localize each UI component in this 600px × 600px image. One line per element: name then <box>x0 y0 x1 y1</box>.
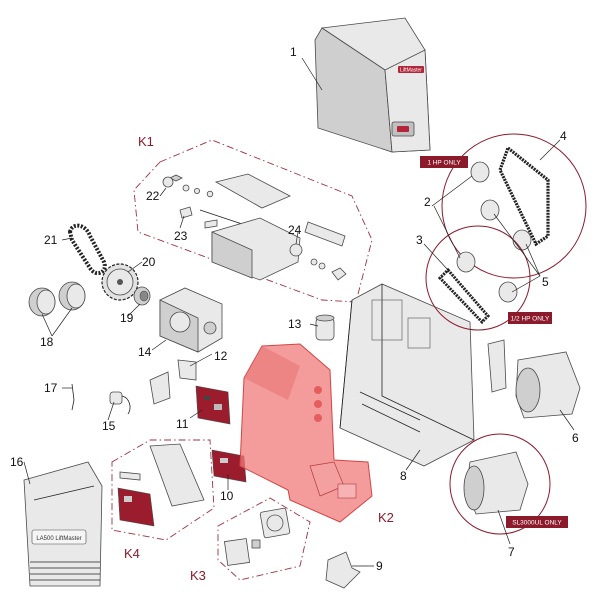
kit-label-k4[interactable]: K4 <box>124 546 140 561</box>
callout-4[interactable]: 4 <box>560 129 567 143</box>
part-1-cover[interactable]: LiftMaster <box>314 17 431 153</box>
callout-20[interactable]: 20 <box>142 255 156 269</box>
callout-2[interactable]: 2 <box>424 195 431 209</box>
kit-k4-outline <box>111 439 215 541</box>
part-12-bracket[interactable] <box>177 359 197 381</box>
part-24[interactable] <box>289 243 303 257</box>
part-18-pulleys[interactable] <box>28 281 86 317</box>
callout-13[interactable]: 13 <box>288 317 302 331</box>
k4-board[interactable] <box>117 487 155 527</box>
kit-k2-enclosure[interactable] <box>239 343 373 523</box>
callout-22[interactable]: 22 <box>146 189 160 203</box>
leader-lines <box>23 57 575 567</box>
part-14-gearbox[interactable] <box>159 287 223 353</box>
part-23[interactable] <box>179 206 193 219</box>
cover-logo-badge <box>398 66 424 73</box>
callout-12[interactable]: 12 <box>214 349 228 363</box>
callout-3[interactable]: 3 <box>416 233 423 247</box>
svg-text:1/2 HP ONLY: 1/2 HP ONLY <box>511 316 550 323</box>
kit-k3-outline <box>217 497 311 581</box>
callout-23[interactable]: 23 <box>174 229 188 243</box>
callout-17[interactable]: 17 <box>44 381 58 395</box>
group-halfhp-outline <box>425 225 531 331</box>
group-1hp-outline <box>441 133 587 279</box>
part-3-belt[interactable] <box>437 251 518 325</box>
part-11-board[interactable] <box>195 385 231 425</box>
kit-k3-contents <box>223 507 291 566</box>
k3-fan[interactable] <box>259 507 291 539</box>
callout-18[interactable]: 18 <box>40 335 54 349</box>
tag-1hp-only: 1 HP ONLY <box>420 156 468 168</box>
part-13-capacitor[interactable] <box>315 314 335 341</box>
part-7-motor[interactable] <box>463 451 529 515</box>
part-22[interactable] <box>162 176 174 188</box>
callout-7[interactable]: 7 <box>508 545 515 559</box>
kit-k4-contents <box>117 443 205 527</box>
callout-5[interactable]: 5 <box>542 275 549 289</box>
panel-model-text: LA500 LiftMaster <box>36 536 81 542</box>
kit-label-k1[interactable]: K1 <box>138 134 154 149</box>
callout-10[interactable]: 10 <box>220 489 234 503</box>
part-19-hub[interactable] <box>133 286 151 306</box>
kit-labels: K1 K2 K3 K4 <box>124 134 394 583</box>
svg-text:1 HP ONLY: 1 HP ONLY <box>427 160 461 167</box>
kit-label-k3[interactable]: K3 <box>190 568 206 583</box>
cover-logo-text: LiftMaster <box>400 68 422 74</box>
callout-15[interactable]: 15 <box>102 419 116 433</box>
callout-numbers: 1 2 3 4 5 6 7 8 9 10 11 12 13 14 15 16 1… <box>10 45 579 573</box>
callout-6[interactable]: 6 <box>572 431 579 445</box>
kit-k1-contents <box>162 173 347 281</box>
part-16-panel[interactable]: LA500 LiftMaster <box>23 461 103 587</box>
callout-21[interactable]: 21 <box>44 233 58 247</box>
tag-half-hp-only: 1/2 HP ONLY <box>508 312 552 324</box>
callout-1[interactable]: 1 <box>290 45 297 59</box>
callout-8[interactable]: 8 <box>400 469 407 483</box>
callout-9[interactable]: 9 <box>376 559 383 573</box>
part-20-sprocket[interactable] <box>101 263 139 301</box>
svg-text:SL3000UL ONLY: SL3000UL ONLY <box>512 520 562 527</box>
part-8-frame[interactable] <box>339 283 475 467</box>
part-21-chain[interactable] <box>67 223 107 276</box>
callout-24[interactable]: 24 <box>288 223 302 237</box>
callout-11[interactable]: 11 <box>176 417 189 431</box>
callout-19[interactable]: 19 <box>120 311 134 325</box>
tag-sl3000ul-only: SL3000UL ONLY <box>506 516 568 528</box>
callout-16[interactable]: 16 <box>10 455 24 469</box>
group-sl-outline <box>449 433 551 535</box>
callout-14[interactable]: 14 <box>138 345 152 359</box>
part-10-board[interactable] <box>211 449 247 483</box>
part-15-sensor[interactable] <box>109 391 131 415</box>
kit-label-k2[interactable]: K2 <box>378 510 394 525</box>
part-17-rod[interactable] <box>71 383 75 411</box>
part-6-motor[interactable] <box>487 339 581 419</box>
part-9-bracket[interactable] <box>325 551 361 589</box>
